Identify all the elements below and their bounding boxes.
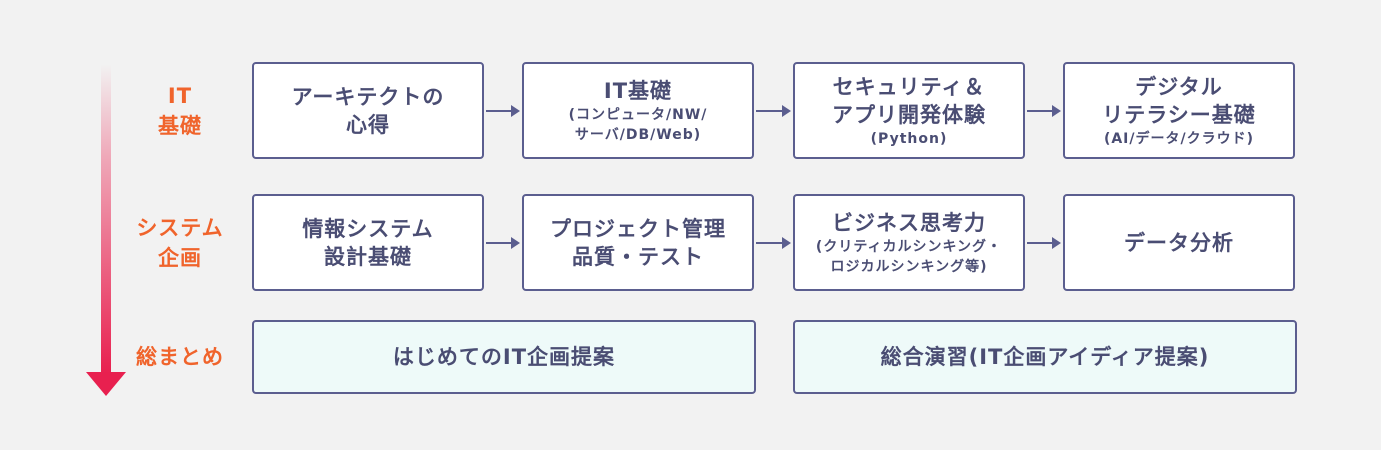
course-title-line: はじめてのIT企画提案: [392, 345, 616, 369]
arrow-head: [782, 236, 791, 249]
course-title-line: プロジェクト管理: [550, 216, 726, 241]
course-title-line: 情報システム: [302, 216, 434, 241]
course-title-line: 心得: [346, 112, 390, 137]
timeline-arrow-shaft: [101, 64, 111, 374]
course-box: デジタルリテラシー基礎 (AI/データ/クラウド): [1063, 62, 1295, 159]
row-label-line: 企画: [158, 245, 202, 270]
row-label-line: IT: [167, 83, 193, 108]
row-label: 総まとめ: [120, 342, 240, 372]
flow-arrow-icon: [756, 236, 791, 249]
course-box: アーキテクトの心得: [252, 62, 484, 159]
row-label-line: 基礎: [158, 113, 202, 138]
course-box: はじめてのIT企画提案: [252, 320, 756, 394]
flow-arrow-icon: [486, 236, 520, 249]
course-title-line: 設計基礎: [324, 244, 412, 269]
flow-arrow-icon: [1027, 104, 1061, 117]
course-detail-line: ロジカルシンキング等): [830, 258, 988, 275]
row-label-line: 総まとめ: [136, 345, 224, 369]
course-title-line: アプリ開発体験: [832, 102, 986, 127]
course-detail-line: (Python): [870, 130, 948, 147]
arrow-head: [511, 104, 520, 117]
arrow-line: [1027, 109, 1055, 112]
course-title-line: 品質・テスト: [572, 244, 704, 269]
course-box: IT基礎 (コンピュータ/NW/サーバ/DB/Web): [522, 62, 754, 159]
arrow-head: [1052, 104, 1061, 117]
course-box: ビジネス思考力 (クリティカルシンキング・ロジカルシンキング等): [793, 194, 1025, 291]
course-title-line: デジタル: [1135, 74, 1223, 99]
course-detail-line: (AI/データ/クラウド): [1103, 130, 1255, 147]
arrow-line: [486, 241, 514, 244]
course-box: 総合演習(IT企画アイディア提案): [793, 320, 1297, 394]
arrow-head: [782, 104, 791, 117]
course-box: データ分析: [1063, 194, 1295, 291]
course-detail-line: サーバ/DB/Web): [574, 126, 702, 143]
arrow-line: [756, 241, 785, 244]
arrow-line: [486, 109, 514, 112]
row-label: IT 基礎: [120, 81, 240, 141]
timeline-arrow-head: [86, 372, 126, 396]
course-title-line: データ分析: [1124, 230, 1234, 255]
timeline-down-arrow: [86, 64, 126, 404]
flow-arrow-icon: [1027, 236, 1061, 249]
arrow-line: [756, 109, 785, 112]
course-box: 情報システム設計基礎: [252, 194, 484, 291]
arrow-head: [511, 236, 520, 249]
course-box: プロジェクト管理品質・テスト: [522, 194, 754, 291]
arrow-line: [1027, 241, 1055, 244]
course-title-line: アーキテクトの: [291, 84, 445, 109]
course-title-line: ビジネス思考力: [832, 210, 986, 235]
course-title-line: IT基礎: [603, 78, 673, 103]
course-title-line: セキュリティ＆: [832, 74, 986, 99]
row-label-line: システム: [136, 215, 224, 240]
course-detail-line: (クリティカルシンキング・: [815, 238, 1003, 255]
course-title-line: 総合演習(IT企画アイディア提案): [880, 345, 1210, 369]
row-label: システム企画: [120, 213, 240, 273]
arrow-head: [1052, 236, 1061, 249]
course-detail-line: (コンピュータ/NW/: [568, 106, 708, 123]
flow-arrow-icon: [756, 104, 791, 117]
course-title-line: リテラシー基礎: [1102, 102, 1256, 127]
course-box: セキュリティ＆ アプリ開発体験 (Python): [793, 62, 1025, 159]
flow-arrow-icon: [486, 104, 520, 117]
